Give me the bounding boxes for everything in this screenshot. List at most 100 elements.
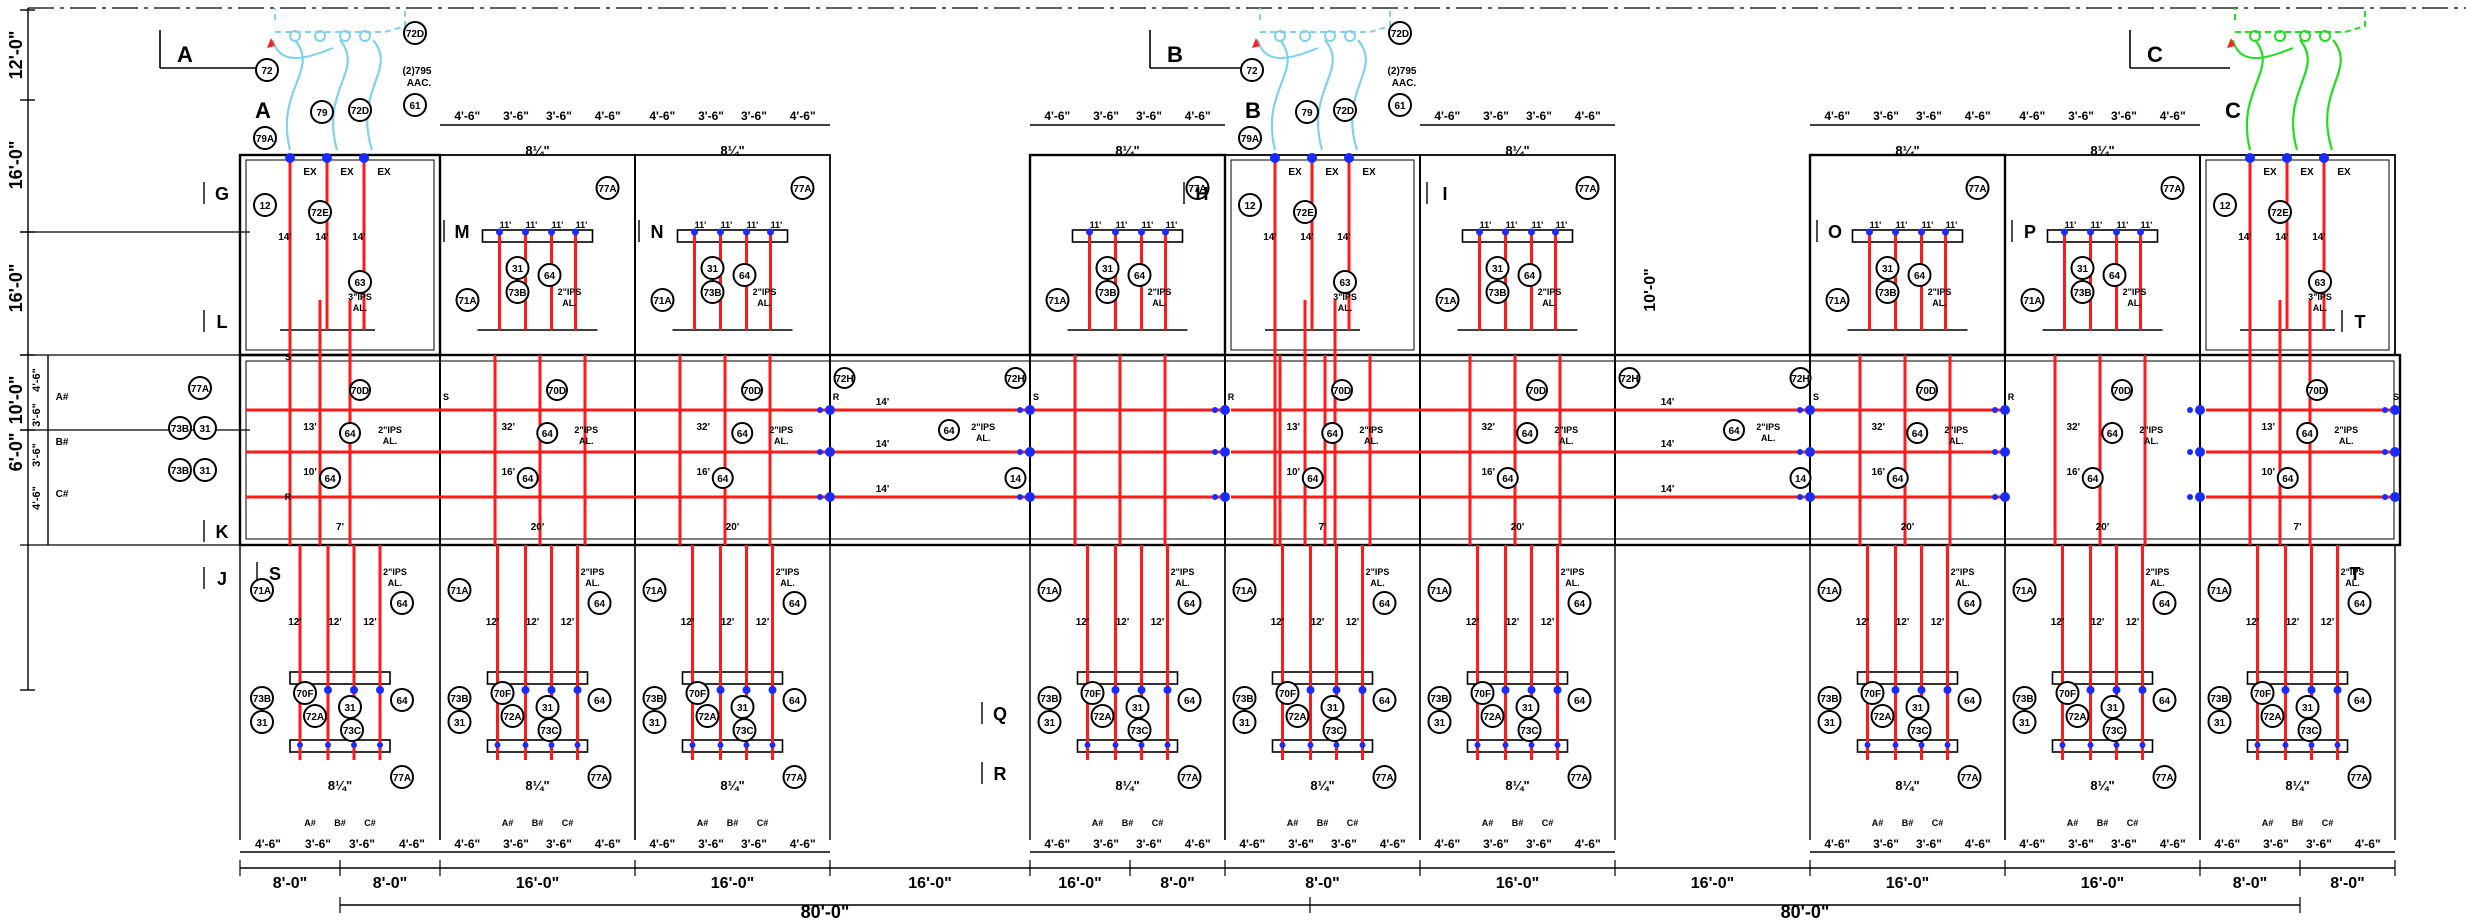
fountain-supply [366, 39, 382, 151]
callout-fountain-circle [1240, 58, 1264, 82]
callout-mid-circle [1516, 422, 1539, 444]
callout-cell: 73B [508, 288, 526, 299]
fountain-arc [1257, 39, 1319, 59]
lower-length: 12' [756, 617, 770, 628]
valve-dot [1307, 742, 1314, 748]
lower-length: 12' [1856, 617, 1870, 628]
callout-bay-circle [2268, 200, 2292, 224]
cell-top-dimension: 4'-6" [595, 109, 621, 123]
mid-length: 20' [1901, 522, 1915, 533]
cell-top-dimension: 3'-6" [546, 109, 572, 123]
callout-mid-circle [2101, 422, 2124, 444]
fountain-outline [2234, 8, 2366, 33]
lower-fraction: 8¼" [1115, 778, 1139, 793]
callout-cell: 64 [1524, 271, 1536, 282]
fountain-note: (2)795 [1388, 66, 1417, 77]
callout-cell-circle [1185, 176, 1210, 200]
callout-lower: 77A [2350, 773, 2368, 784]
callout-mid: 64 [1327, 429, 1339, 440]
valve-dot [1502, 228, 1509, 236]
callout-mid: 64 [1892, 474, 1904, 485]
callout-lower-circle [1567, 591, 1592, 615]
cell-bottom-dimension: 4'-6" [595, 837, 621, 851]
fountain-supply [1351, 39, 1367, 151]
callout-lower: 31 [1434, 718, 1446, 729]
valve-dot [767, 228, 774, 236]
valve-dot [2319, 153, 2329, 163]
callout-lower-circle [1427, 578, 1452, 602]
lower-length: 12' [288, 617, 302, 628]
cell-bottom-dimension: 3'-6" [698, 837, 724, 851]
valve-dot [377, 742, 383, 748]
cell-top-dimension: 3'-6" [1483, 109, 1509, 123]
valve-dot [496, 228, 503, 236]
callout-lower: 64 [1379, 696, 1391, 707]
valve-dot [1084, 742, 1091, 748]
callout-cell: 64 [739, 271, 751, 282]
callout-lower: 73C [1130, 726, 1148, 737]
callout-lower: 70F [1279, 689, 1296, 700]
callout-bay-circle [253, 193, 277, 217]
mid-pipe-size: 2"IPS [1756, 422, 1780, 432]
section-label: B [1245, 98, 1261, 123]
callout-lower-circle [587, 591, 612, 615]
callout-fountain-circle [348, 98, 372, 122]
valve-letter: R [285, 492, 292, 502]
callout-mid: 73B [171, 424, 189, 435]
fountain-layer [267, 8, 2366, 151]
callout-lower-circle [1232, 686, 1257, 710]
cell-length: 11' [1870, 220, 1882, 230]
lower-pipe-size: AL. [2150, 578, 2165, 588]
callout-lower: 64 [2159, 599, 2171, 610]
callout-mid-circle [2111, 379, 2133, 401]
valve-dot [324, 686, 332, 694]
view-letter: T [2350, 564, 2361, 584]
cell-length: 11' [747, 220, 759, 230]
lower-length: 12' [1541, 617, 1555, 628]
valve-dot [1502, 742, 1509, 748]
callout-cell: 77A [1578, 184, 1596, 195]
valve-dot [1527, 686, 1536, 694]
bay-length: 14' [2238, 232, 2252, 243]
mid-length: 10' [1286, 467, 1300, 478]
row-label: C# [562, 818, 574, 828]
callout-bay-circle [348, 270, 372, 294]
cell-fraction: 8¼" [525, 143, 549, 158]
cell-bottom-dimension: 4'-6" [1575, 837, 1601, 851]
callout-lower: 31 [1824, 718, 1836, 729]
row-label: C# [56, 489, 69, 500]
row-dimension: 3'-6" [31, 443, 43, 467]
valve-dot [494, 742, 501, 748]
valve-dot [350, 686, 358, 694]
cell-length: 11' [1896, 220, 1908, 230]
lower-valve-box [681, 739, 784, 753]
callout-cell: 73B [703, 288, 721, 299]
callout-mid: 70D [2308, 386, 2326, 397]
callout-fountain-circle [310, 100, 334, 124]
callout-lower-circle [338, 695, 362, 719]
callout-mid-circle [2081, 467, 2104, 489]
callout-mid: 64 [542, 429, 554, 440]
callout-lower-circle [1860, 681, 1885, 705]
lower-length: 12' [1896, 617, 1910, 628]
cell-top-dimension: 4'-6" [2160, 109, 2186, 123]
callout-lower: 73B [645, 694, 663, 705]
flow-arrow-icon [267, 38, 275, 48]
callout-cell: 77A [1968, 184, 1986, 195]
row-label: C# [1542, 818, 1554, 828]
callout-lower: 72A [2068, 712, 2086, 723]
valve-letter: S [1033, 392, 1039, 402]
mid-length: 16' [501, 467, 515, 478]
callout-lower-circle [2152, 591, 2177, 615]
cell-bottom-dimension: 3'-6" [1916, 837, 1942, 851]
callout-cell-circle [1435, 288, 1460, 312]
valve-dot [1279, 742, 1286, 748]
fountain-supply [285, 39, 304, 151]
callout-cell-circle [1485, 256, 1510, 280]
callout-lower: 73C [2105, 726, 2123, 737]
overall-segment-dimension: 8'-0" [2233, 875, 2268, 892]
valve-dot [2139, 742, 2146, 748]
callout-lower: 31 [2107, 703, 2119, 714]
valve-dot [1333, 742, 1340, 748]
callout-lower: 31 [2214, 718, 2226, 729]
